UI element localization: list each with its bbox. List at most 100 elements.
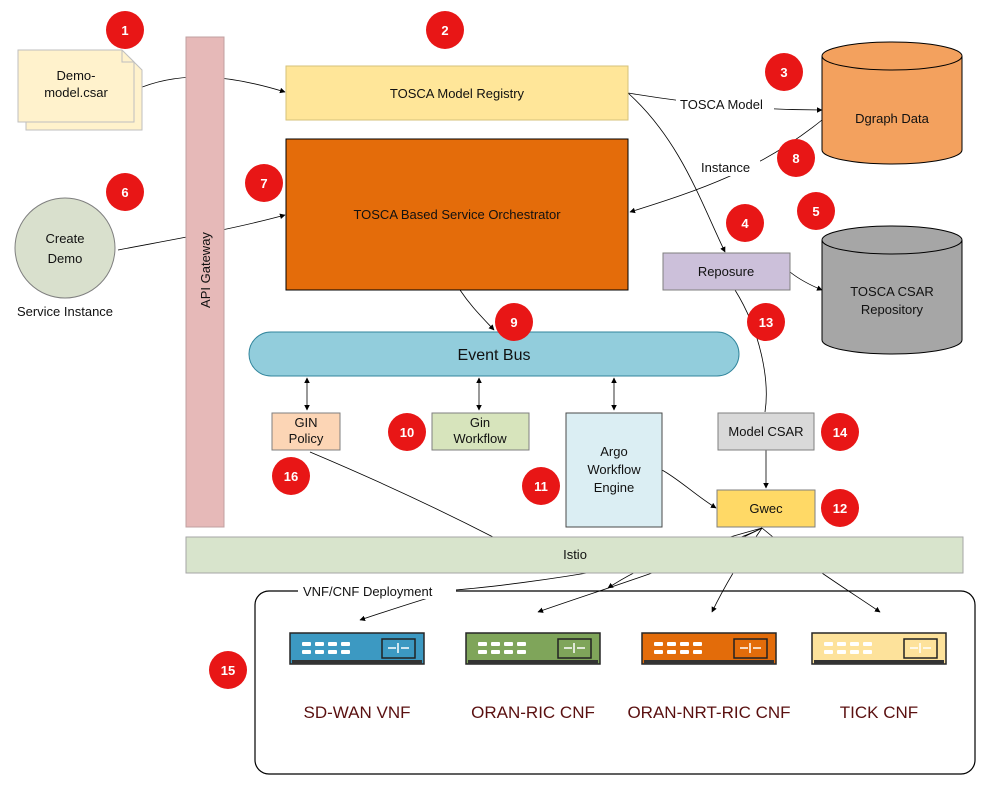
step-badge-16: 16 xyxy=(272,457,310,495)
create-demo-label-1: Create xyxy=(45,231,84,246)
step-badge-13: 13 xyxy=(747,303,785,341)
badge-number: 5 xyxy=(812,204,819,219)
badge-number: 8 xyxy=(792,151,799,166)
nf-label-4: TICK CNF xyxy=(840,703,918,722)
nf-port-icon xyxy=(341,642,350,646)
nf-switch-icon xyxy=(557,638,592,659)
nf-port-icon xyxy=(328,642,337,646)
nf-port-icon xyxy=(667,650,676,654)
nf-port-icon xyxy=(863,650,872,654)
demo-csar-label-2: model.csar xyxy=(44,85,108,100)
nf-port-icon xyxy=(850,642,859,646)
badge-number: 9 xyxy=(510,315,517,330)
nf-port-icon xyxy=(654,650,663,654)
dgraph-data-store[interactable]: Dgraph Data xyxy=(821,41,963,165)
gwec-node[interactable]: Gwec xyxy=(716,489,816,528)
istio-mesh[interactable]: Istio xyxy=(185,536,964,574)
badge-circle xyxy=(797,192,835,230)
badge-number: 7 xyxy=(260,176,267,191)
badge-number: 14 xyxy=(833,425,848,440)
nf-port-icon xyxy=(693,642,702,646)
nf-port-icon xyxy=(667,642,676,646)
model-csar[interactable]: Model CSAR xyxy=(717,412,815,451)
nf-port-icon xyxy=(693,650,702,654)
badge-number: 4 xyxy=(741,216,749,231)
badge-circle xyxy=(106,11,144,49)
gwec-label: Gwec xyxy=(749,501,783,516)
event-bus[interactable]: Event Bus xyxy=(248,331,740,377)
nf-device-body xyxy=(811,632,947,665)
reposure-label: Reposure xyxy=(698,264,754,279)
nf-device-3[interactable]: ORAN-NRT-RIC CNF xyxy=(627,632,791,722)
orchestrator-label: TOSCA Based Service Orchestrator xyxy=(353,207,561,222)
badge-circle xyxy=(245,164,283,202)
create-demo-node[interactable]: Create Demo xyxy=(14,197,116,299)
tosca-model-edge-label: TOSCA Model xyxy=(680,97,763,112)
event-bus-label: Event Bus xyxy=(458,347,531,364)
csar-repo-label-1: TOSCA CSAR xyxy=(850,284,934,299)
nf-port-icon xyxy=(824,650,833,654)
gin-workflow-label-2: Workflow xyxy=(453,431,507,446)
gin-policy-label-2: Policy xyxy=(289,431,324,446)
nf-port-icon xyxy=(504,642,513,646)
badge-circle xyxy=(495,303,533,341)
gin-policy[interactable]: GIN Policy xyxy=(271,412,341,451)
deployment-label-bg xyxy=(298,583,456,599)
argo-to-gwec-arrow xyxy=(661,469,717,509)
nf-port-icon xyxy=(517,650,526,654)
demo-csar-document[interactable]: Demo- model.csar xyxy=(17,49,143,131)
orchestrator-to-bus-arrow xyxy=(459,289,495,331)
badge-circle xyxy=(765,53,803,91)
nf-device-base xyxy=(468,660,598,664)
step-badge-9: 9 xyxy=(495,303,533,341)
badge-number: 15 xyxy=(221,663,235,678)
step-badge-7: 7 xyxy=(245,164,283,202)
nf-port-icon xyxy=(302,642,311,646)
badge-number: 16 xyxy=(284,469,298,484)
tosca-model-registry[interactable]: TOSCA Model Registry xyxy=(285,65,629,121)
nf-port-icon xyxy=(302,650,311,654)
argo-label-3: Engine xyxy=(594,480,634,495)
nf-port-icon xyxy=(341,650,350,654)
badge-circle xyxy=(726,204,764,242)
nf-port-icon xyxy=(491,642,500,646)
nf-port-icon xyxy=(315,650,324,654)
csar-repo-label-2: Repository xyxy=(861,302,924,317)
gin-workflow[interactable]: Gin Workflow xyxy=(431,412,530,451)
badge-circle xyxy=(522,467,560,505)
nf-label-2: ORAN-RIC CNF xyxy=(471,703,595,722)
dgraph-label: Dgraph Data xyxy=(855,111,929,126)
gin-policy-label-1: GIN xyxy=(294,415,317,430)
reposure-node[interactable]: Reposure xyxy=(662,252,791,291)
network-functions: SD-WAN VNF ORAN-RIC CNF ORAN-NRT-RIC CNF TI… xyxy=(289,632,947,722)
nf-port-icon xyxy=(850,650,859,654)
nf-device-4[interactable]: TICK CNF xyxy=(811,632,947,722)
dgraph-to-orchestrator-arrow xyxy=(629,119,823,214)
badge-circle xyxy=(426,11,464,49)
api-gateway[interactable]: API Gateway xyxy=(185,36,225,528)
badge-circle xyxy=(747,303,785,341)
argo-label-2: Workflow xyxy=(587,462,641,477)
nf-port-icon xyxy=(837,642,846,646)
step-badge-2: 2 xyxy=(426,11,464,49)
policy-to-istio-line xyxy=(309,451,496,539)
argo-workflow-engine[interactable]: Argo Workflow Engine xyxy=(565,412,663,528)
nf-device-base xyxy=(814,660,944,664)
step-badge-5: 5 xyxy=(797,192,835,230)
tosca-csar-repository[interactable]: TOSCA CSAR Repository xyxy=(821,225,963,355)
nf-port-icon xyxy=(680,642,689,646)
step-badge-12: 12 xyxy=(821,489,859,527)
create-demo-label-2: Demo xyxy=(48,251,83,266)
service-orchestrator[interactable]: TOSCA Based Service Orchestrator xyxy=(285,138,629,291)
gin-workflow-label-1: Gin xyxy=(470,415,490,430)
nf-port-icon xyxy=(328,650,337,654)
registry-to-reposure-arrow xyxy=(627,92,726,253)
deployment-container xyxy=(254,590,976,775)
nf-device-1[interactable]: SD-WAN VNF xyxy=(289,632,425,722)
step-badge-3: 3 xyxy=(765,53,803,91)
step-badge-15: 15 xyxy=(209,651,247,689)
nf-device-2[interactable]: ORAN-RIC CNF xyxy=(465,632,601,722)
badge-number: 6 xyxy=(121,185,128,200)
api-gateway-label: API Gateway xyxy=(198,232,213,308)
